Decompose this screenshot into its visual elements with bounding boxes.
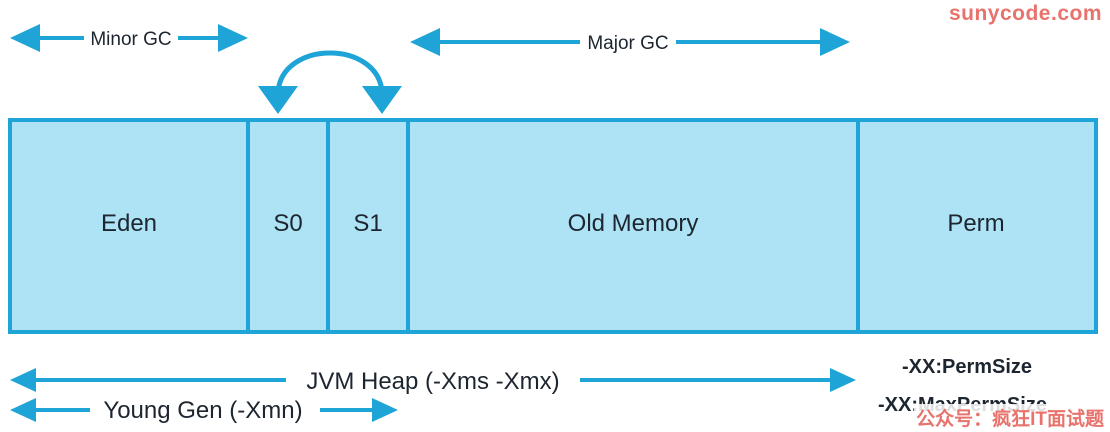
minor-gc-arrow: Minor GC xyxy=(10,24,248,52)
s0-label: S0 xyxy=(273,210,302,237)
old-memory-region xyxy=(406,118,860,334)
perm-size-option: -XX:PermSize xyxy=(902,356,1033,378)
watermark-site: sunycode.com xyxy=(948,2,1102,25)
old-memory-label: Old Memory xyxy=(568,210,699,237)
s1-label: S1 xyxy=(353,210,382,237)
young-gen-arrow: Young Gen (-Xmn) xyxy=(10,394,398,424)
memory-regions: Eden S0 S1 Old Memory Perm xyxy=(8,118,1098,334)
jvm-heap-label: JVM Heap (-Xms -Xmx) xyxy=(306,368,559,395)
watermark-wechat: 公众号：疯狂IT面试题 xyxy=(914,404,1106,431)
perm-region xyxy=(856,118,1098,334)
survivor-swap-arrow xyxy=(258,50,402,114)
minor-gc-label: Minor GC xyxy=(90,29,171,50)
young-gen-label: Young Gen (-Xmn) xyxy=(103,397,302,424)
major-gc-arrow: Major GC xyxy=(410,28,850,56)
major-gc-label: Major GC xyxy=(587,33,668,54)
eden-label: Eden xyxy=(101,210,157,237)
perm-label: Perm xyxy=(947,210,1004,237)
jvm-heap-arrow: JVM Heap (-Xms -Xmx) xyxy=(10,364,856,395)
